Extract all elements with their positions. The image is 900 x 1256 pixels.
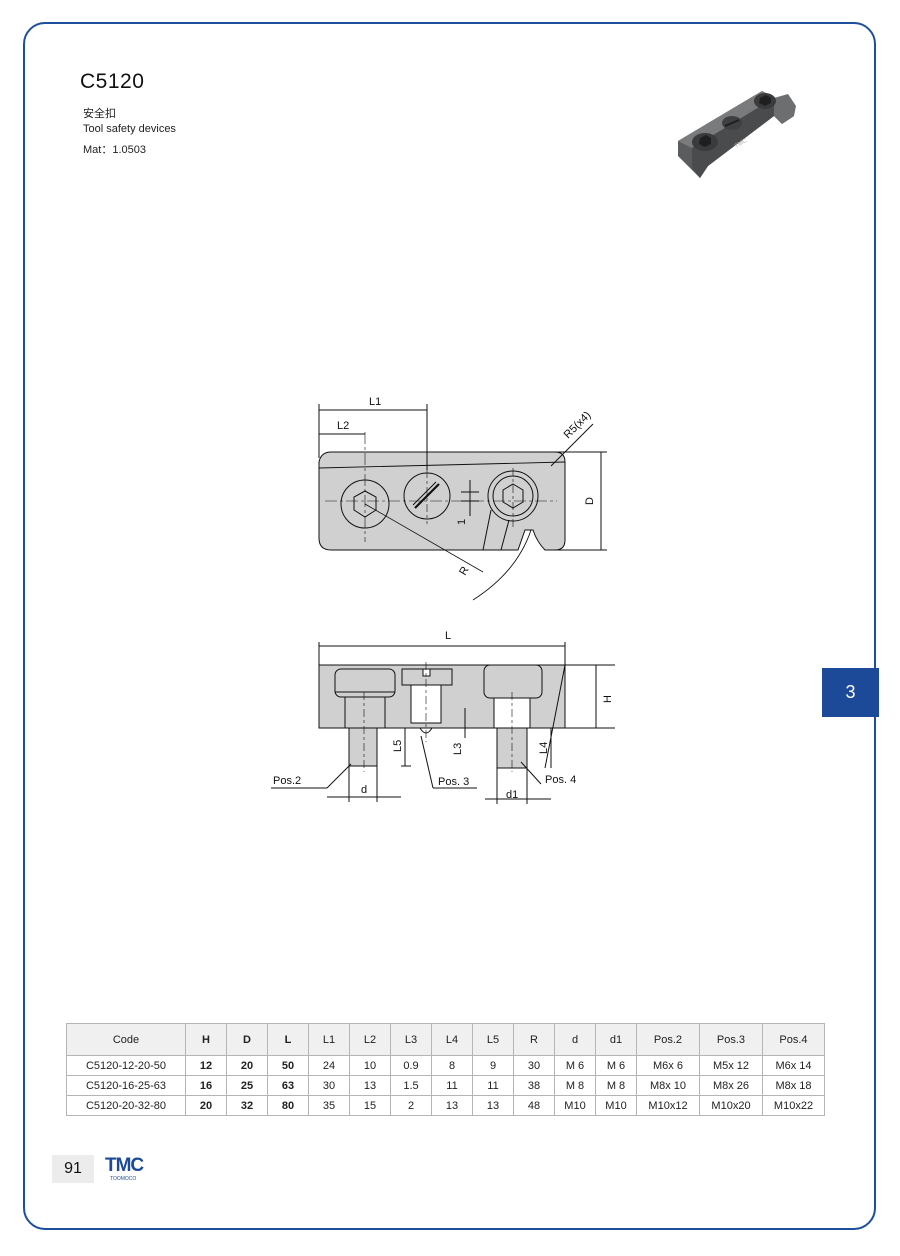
table-cell: M 8 bbox=[595, 1075, 637, 1096]
dim-H-label: H bbox=[602, 695, 614, 703]
table-cell: 30 bbox=[513, 1055, 555, 1076]
table-cell: 2 bbox=[390, 1095, 432, 1116]
dim-R5-label: R5(x4) bbox=[562, 409, 594, 441]
dim-L-label: L bbox=[445, 630, 451, 642]
logo-text: TMC bbox=[105, 1155, 144, 1176]
page-number: 91 bbox=[52, 1155, 94, 1183]
table-cell: 10 bbox=[349, 1055, 391, 1076]
dim-d-label: d bbox=[361, 784, 367, 796]
table-cell: 13 bbox=[349, 1075, 391, 1096]
tmc-logo: TMC TOOMOCO bbox=[105, 1155, 145, 1182]
technical-drawing: L1 L2 R5(x4) D 1 R bbox=[271, 396, 615, 804]
table-header-cell: Pos.4 bbox=[762, 1023, 825, 1056]
table-cell: 50 bbox=[267, 1055, 309, 1076]
table-cell: M 6 bbox=[554, 1055, 596, 1076]
product-name-cn: 安全扣 bbox=[83, 108, 116, 120]
dim-d1-label: d1 bbox=[506, 789, 518, 801]
table-cell: M10x12 bbox=[636, 1095, 700, 1116]
table-header-cell: H bbox=[185, 1023, 227, 1056]
spec-table: Code H D L L1 L2 L3 L4 L5 R d d1 Pos.2 P… bbox=[66, 1023, 825, 1116]
table-row: C5120-12-20-50 12 20 50 24 10 0.9 8 9 30… bbox=[66, 1055, 825, 1076]
dim-L2-label: L2 bbox=[337, 420, 349, 432]
table-cell: 35 bbox=[308, 1095, 350, 1116]
product-photo: TMC bbox=[678, 91, 796, 178]
dim-R-label: R bbox=[457, 565, 471, 578]
product-name-en: Tool safety devices bbox=[83, 123, 176, 135]
logo-subtext: TOOMOCO bbox=[110, 1176, 136, 1182]
table-row: C5120-20-32-80 20 32 80 35 15 2 13 13 48… bbox=[66, 1095, 825, 1116]
pos2-label: Pos.2 bbox=[273, 775, 301, 787]
table-cell: 32 bbox=[226, 1095, 268, 1116]
table-cell: M10x22 bbox=[762, 1095, 825, 1116]
table-header-cell: L3 bbox=[390, 1023, 432, 1056]
table-cell: M8x 26 bbox=[699, 1075, 763, 1096]
dim-L3-label: L3 bbox=[452, 743, 464, 755]
table-cell: M10 bbox=[595, 1095, 637, 1116]
product-code: C5120 bbox=[80, 70, 145, 93]
table-row: C5120-16-25-63 16 25 63 30 13 1.5 11 11 … bbox=[66, 1075, 825, 1096]
table-cell: C5120-20-32-80 bbox=[66, 1095, 186, 1116]
pos3-label: Pos. 3 bbox=[438, 776, 469, 788]
table-cell: M10 bbox=[554, 1095, 596, 1116]
top-view bbox=[318, 404, 607, 601]
table-header-cell: L bbox=[267, 1023, 309, 1056]
front-view bbox=[271, 642, 615, 804]
table-header-cell: Code bbox=[66, 1023, 186, 1056]
table-cell: 9 bbox=[472, 1055, 514, 1076]
chapter-tab[interactable]: 3 bbox=[822, 668, 879, 717]
table-cell: 13 bbox=[431, 1095, 473, 1116]
table-header-cell: L5 bbox=[472, 1023, 514, 1056]
table-cell: 48 bbox=[513, 1095, 555, 1116]
table-cell: 13 bbox=[472, 1095, 514, 1116]
table-cell: 20 bbox=[185, 1095, 227, 1116]
table-cell: M 8 bbox=[554, 1075, 596, 1096]
material-label: Mat：1.0503 bbox=[83, 144, 146, 156]
table-cell: 80 bbox=[267, 1095, 309, 1116]
pos4-label: Pos. 4 bbox=[545, 774, 576, 786]
table-cell: 11 bbox=[472, 1075, 514, 1096]
table-cell: M8x 10 bbox=[636, 1075, 700, 1096]
table-header-cell: D bbox=[226, 1023, 268, 1056]
table-cell: 38 bbox=[513, 1075, 555, 1096]
table-cell: 24 bbox=[308, 1055, 350, 1076]
table-header-cell: d bbox=[554, 1023, 596, 1056]
table-cell: M6x 14 bbox=[762, 1055, 825, 1076]
dim-L1-label: L1 bbox=[369, 396, 381, 408]
table-header-cell: Pos.3 bbox=[699, 1023, 763, 1056]
dim-L5-label: L5 bbox=[392, 740, 404, 752]
table-cell: 15 bbox=[349, 1095, 391, 1116]
table-cell: C5120-12-20-50 bbox=[66, 1055, 186, 1076]
table-header-cell: Pos.2 bbox=[636, 1023, 700, 1056]
dim-1-label: 1 bbox=[456, 519, 468, 525]
table-cell: M8x 18 bbox=[762, 1075, 825, 1096]
table-cell: 16 bbox=[185, 1075, 227, 1096]
table-header-cell: R bbox=[513, 1023, 555, 1056]
table-cell: 8 bbox=[431, 1055, 473, 1076]
table-header-row: Code H D L L1 L2 L3 L4 L5 R d d1 Pos.2 P… bbox=[66, 1023, 825, 1056]
table-header-cell: L1 bbox=[308, 1023, 350, 1056]
table-cell: 20 bbox=[226, 1055, 268, 1076]
table-cell: 30 bbox=[308, 1075, 350, 1096]
dim-L4-label: L4 bbox=[538, 742, 550, 754]
table-cell: 25 bbox=[226, 1075, 268, 1096]
table-cell: M 6 bbox=[595, 1055, 637, 1076]
table-cell: M5x 12 bbox=[699, 1055, 763, 1076]
table-header-cell: d1 bbox=[595, 1023, 637, 1056]
table-cell: 11 bbox=[431, 1075, 473, 1096]
table-cell: M6x 6 bbox=[636, 1055, 700, 1076]
table-header-cell: L2 bbox=[349, 1023, 391, 1056]
table-cell: 1.5 bbox=[390, 1075, 432, 1096]
page-frame bbox=[23, 22, 876, 1230]
dim-D-label: D bbox=[584, 497, 596, 505]
table-header-cell: L4 bbox=[431, 1023, 473, 1056]
table-cell: 12 bbox=[185, 1055, 227, 1076]
table-cell: 0.9 bbox=[390, 1055, 432, 1076]
table-cell: C5120-16-25-63 bbox=[66, 1075, 186, 1096]
table-cell: M10x20 bbox=[699, 1095, 763, 1116]
table-cell: 63 bbox=[267, 1075, 309, 1096]
